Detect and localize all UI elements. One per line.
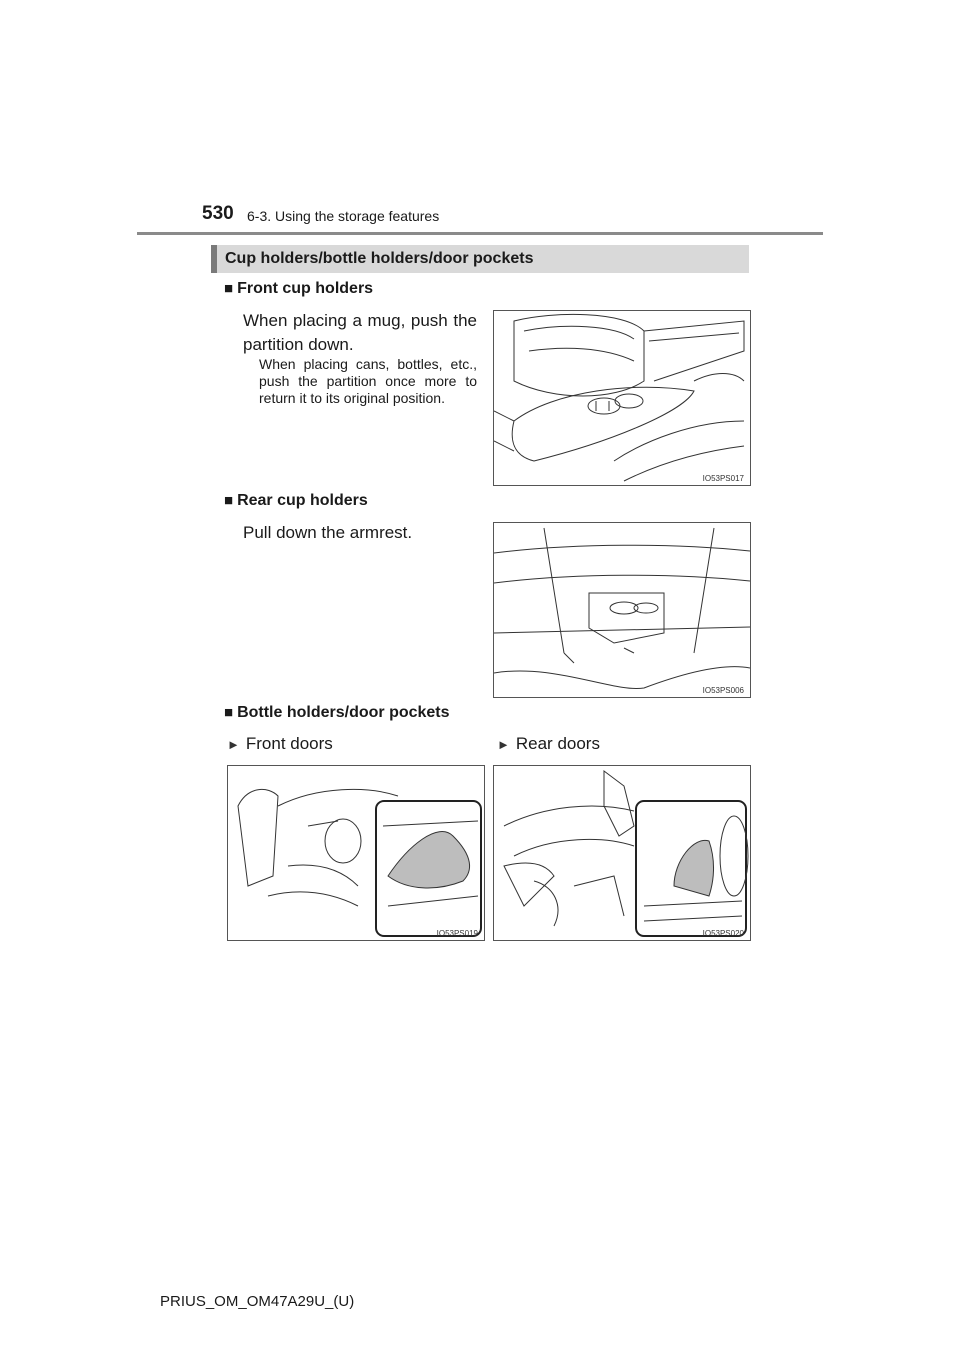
front-console-illustration bbox=[494, 313, 745, 482]
rear-armrest-illustration bbox=[494, 527, 750, 690]
front-doors-label: ► Front doors bbox=[227, 732, 333, 757]
page-number: 530 bbox=[202, 203, 234, 224]
front-door-pocket-figure: IO53PS019 bbox=[227, 765, 485, 941]
square-bullet-icon: ■ bbox=[224, 280, 234, 297]
front-note: When placing cans, bottles, etc., push t… bbox=[259, 356, 477, 406]
triangle-arrow-icon: ► bbox=[227, 737, 240, 752]
rear-heading-label: Rear cup holders bbox=[237, 492, 368, 509]
rear-instruction: Pull down the armrest. bbox=[243, 523, 413, 542]
rear-door-pocket-figure: IO53PS020 bbox=[493, 765, 751, 941]
section-heading-bar: Cup holders/bottle holders/door pockets bbox=[211, 245, 749, 273]
square-bullet-icon: ■ bbox=[224, 492, 234, 509]
figure-code: IO53PS006 bbox=[702, 686, 744, 695]
heading-tab-marker bbox=[211, 245, 217, 273]
figure-code: IO53PS019 bbox=[436, 929, 478, 938]
front-door-illustration bbox=[237, 788, 482, 937]
front-doors-text: Front doors bbox=[245, 734, 333, 753]
rear-doors-label: ► Rear doors bbox=[497, 732, 600, 757]
header-rule bbox=[137, 232, 823, 235]
front-cup-holders-heading: ■Front cup holders bbox=[224, 280, 373, 298]
rear-doors-text: Rear doors bbox=[515, 734, 600, 753]
footer-doc-code: PRIUS_OM_OM47A29U_(U) bbox=[160, 1293, 355, 1310]
rear-door-illustration bbox=[503, 770, 749, 937]
figure-code: IO53PS020 bbox=[702, 929, 744, 938]
square-bullet-icon: ■ bbox=[224, 704, 234, 721]
rear-cup-holders-heading: ■Rear cup holders bbox=[224, 492, 368, 510]
figure-code: IO53PS017 bbox=[702, 474, 744, 483]
section-title: 6-3. Using the storage features bbox=[247, 208, 440, 224]
front-instruction: When placing a mug, push the partition d… bbox=[243, 311, 477, 354]
section-heading: Cup holders/bottle holders/door pockets bbox=[225, 250, 534, 267]
bottle-heading-label: Bottle holders/door pockets bbox=[237, 704, 450, 721]
rear-cup-holder-figure: IO53PS006 bbox=[493, 522, 751, 698]
triangle-arrow-icon: ► bbox=[497, 737, 510, 752]
front-heading-label: Front cup holders bbox=[237, 280, 374, 297]
bottle-holders-heading: ■Bottle holders/door pockets bbox=[224, 704, 450, 722]
front-cup-holder-figure: IO53PS017 bbox=[493, 310, 751, 486]
